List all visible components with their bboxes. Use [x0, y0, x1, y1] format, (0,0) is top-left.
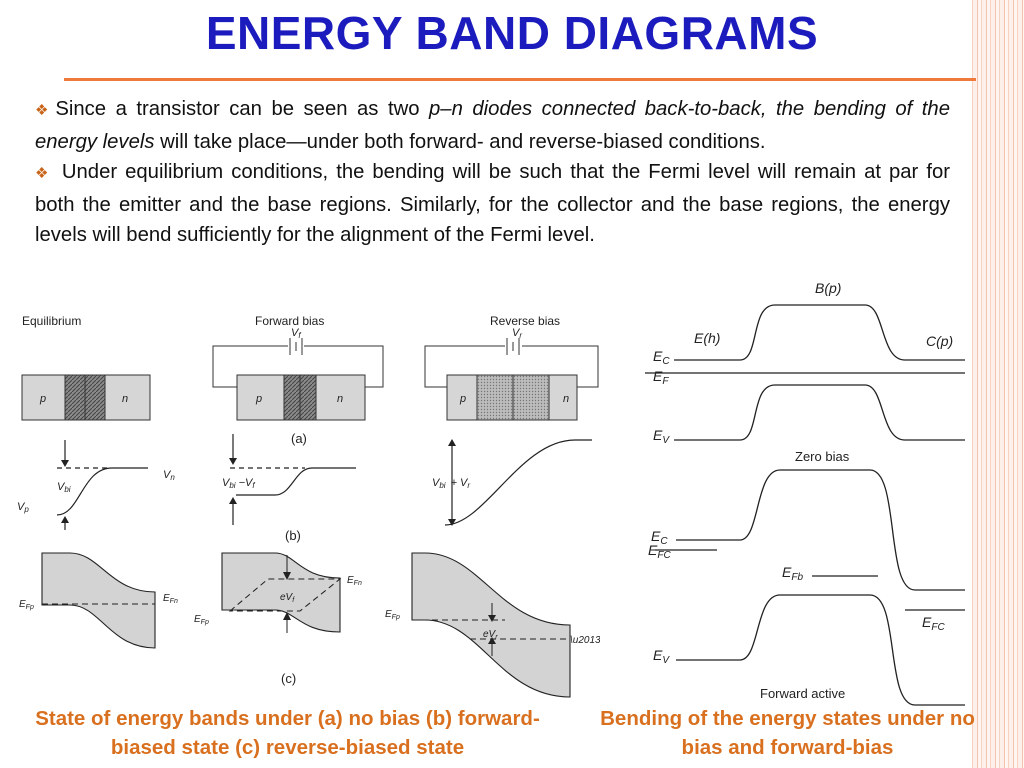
zero-bias-label: Zero bias: [795, 449, 850, 464]
ev-curve-forward: [676, 594, 965, 706]
efc-label-left: EFC: [648, 542, 671, 561]
battery-vf-label: Vf: [291, 327, 301, 340]
decorative-side-stripes: [972, 0, 1024, 768]
efn-label-b: EFn: [347, 575, 362, 587]
vbi-label-a: Vbi: [57, 481, 71, 494]
region-p-label: p: [255, 393, 262, 405]
efp-label-a: EFp: [19, 599, 34, 611]
region-n-label: n: [563, 393, 569, 405]
efp-label-b: EFp: [194, 614, 209, 626]
efn-label-a: EFn: [163, 593, 178, 605]
pn-junction-figure: Equilibrium Forward bias Reverse bias p …: [17, 314, 600, 698]
ec-label-bottom: EC: [651, 528, 668, 547]
subfig-c-label: (c): [281, 671, 296, 686]
ev-curve-zero-bias: [674, 384, 965, 441]
ef-label: EF: [653, 368, 669, 387]
panel-title-forward-bias: Forward bias: [255, 314, 324, 328]
ev-label-top: EV: [653, 427, 670, 446]
vn-label: Vn: [163, 469, 175, 482]
efp-label-c: EFp: [385, 609, 400, 621]
right-figure-caption: Bending of the energy states under no bi…: [600, 707, 975, 759]
bullet-paragraph-2: ❖ Under equilibrium conditions, the bend…: [35, 161, 951, 246]
ec-curve-forward: [676, 469, 965, 591]
panel-title-equilibrium: Equilibrium: [22, 314, 81, 328]
forward-bias-device: [212, 338, 384, 421]
transistor-band-figure: B(p) E(h) C(p) EC EF EV EC EFC EFb EFC E…: [645, 280, 965, 706]
ec-curve-zero-bias: [674, 304, 965, 361]
ev-label-bottom: EV: [653, 647, 670, 666]
battery-vr-label: Vr: [512, 327, 522, 340]
vbi-plus-vr-label: Vbi+ Vr: [432, 477, 470, 490]
forward-active-label: Forward active: [760, 686, 845, 701]
evf-label: eVf: [280, 592, 295, 604]
evr-label: eVr: [483, 629, 498, 641]
subfig-a-label: (a): [291, 431, 307, 446]
vbi-minus-vf-label: Vbi−Vf: [222, 477, 255, 490]
diamond-bullet-icon: ❖: [35, 165, 51, 182]
region-n-label: n: [337, 393, 343, 405]
fermi-level-lines: [42, 578, 570, 640]
left-figure-caption: State of energy bands under (a) no bias …: [35, 707, 540, 759]
reverse-bias-device: [424, 338, 599, 421]
bullet-paragraph-1: ❖Since a transistor can be seen as two p…: [35, 98, 950, 153]
eh-label: E(h): [694, 330, 720, 346]
region-p-label: p: [39, 393, 46, 405]
bp-label: B(p): [815, 280, 841, 296]
page-title: ENERGY BAND DIAGRAMS: [205, 7, 819, 59]
subfig-b-label: (b): [285, 528, 301, 543]
region-p-label: p: [459, 393, 466, 405]
ec-label-top: EC: [653, 348, 670, 367]
title-underline: [64, 78, 976, 81]
efn-label-c: \u2013 EFn: [570, 635, 600, 647]
cp-label: C(p): [926, 333, 953, 349]
body-text: ❖Since a transistor can be seen as two p…: [35, 94, 950, 251]
energy-band-shapes: [41, 552, 571, 698]
efc-label-right: EFC: [922, 614, 945, 633]
region-n-label: n: [122, 393, 128, 405]
panel-title-reverse-bias: Reverse bias: [490, 314, 560, 328]
vp-label: Vp: [17, 501, 29, 514]
efb-label: EFb: [782, 564, 803, 583]
diamond-bullet-icon: ❖: [35, 102, 53, 119]
equilibrium-device: [21, 374, 151, 421]
potential-curves: [56, 434, 592, 530]
